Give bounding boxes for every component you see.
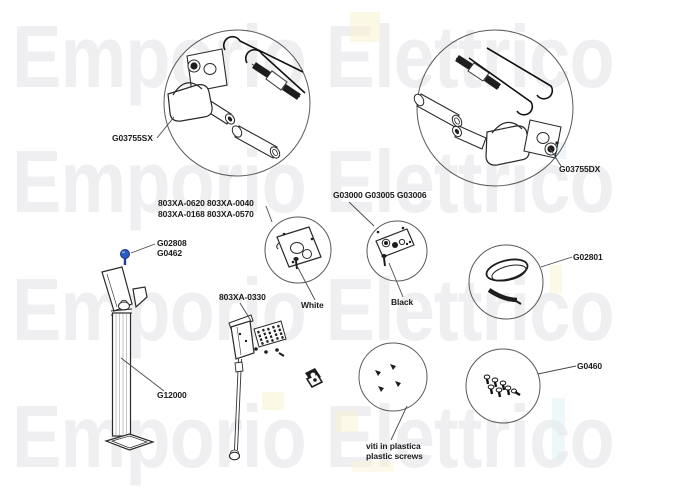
leader-lines: [120, 116, 577, 441]
gasket-detail-circle: [468, 244, 544, 320]
grip-handle-drawing: [167, 82, 236, 125]
hook-spring-drawing: [468, 47, 554, 116]
spring-rod-drawing: [251, 62, 301, 100]
part-label-g02808: G02808: [157, 238, 187, 248]
part-label-g0460: G0460: [577, 361, 603, 371]
white-plate-detail-circle: [264, 216, 332, 284]
part-label-g12000: G12000: [157, 390, 187, 400]
plugs-detail-circle: [465, 348, 541, 424]
part-label-white-codes-2: 803XA-0168 803XA-0570: [158, 209, 254, 219]
black-plate-detail-circle: [366, 220, 428, 282]
part-label-plastic-screws-en: plastic screws: [366, 451, 423, 461]
grip-handle-drawing: [452, 121, 530, 166]
mounting-plate-drawing: [523, 119, 562, 159]
part-label-white-codes-1: 803XA-0620 803XA-0040: [158, 198, 254, 208]
tube-drawing: [413, 93, 463, 128]
part-label-g02801: G02801: [573, 252, 603, 262]
part-label-black-codes: G03000 G03005 G03006: [333, 190, 427, 200]
part-label-g03755sx: G03755SX: [112, 133, 153, 143]
plastic-screws-detail-circle: [358, 342, 428, 412]
clip-part-drawing: [305, 368, 324, 389]
support-rod-drawing: [228, 314, 287, 461]
part-label-g0462: G0462: [157, 248, 183, 258]
part-label-g03755dx: G03755DX: [559, 164, 601, 174]
finish-label-white: White: [301, 300, 324, 310]
part-label-plastic-screws-it: viti in plastica: [366, 441, 421, 451]
left-kit-detail-circle: [163, 29, 311, 177]
post-drawing: [101, 266, 155, 451]
hook-spring-drawing: [222, 35, 306, 94]
right-kit-detail-circle: [413, 29, 574, 187]
blue-knob-screw-drawing: [120, 249, 130, 265]
finish-label-black: Black: [391, 297, 414, 307]
spring-rod-drawing: [455, 55, 501, 90]
tube-drawing: [231, 125, 281, 159]
part-label-803xa-0330: 803XA-0330: [219, 292, 266, 302]
mounting-plate-drawing: [186, 48, 228, 93]
